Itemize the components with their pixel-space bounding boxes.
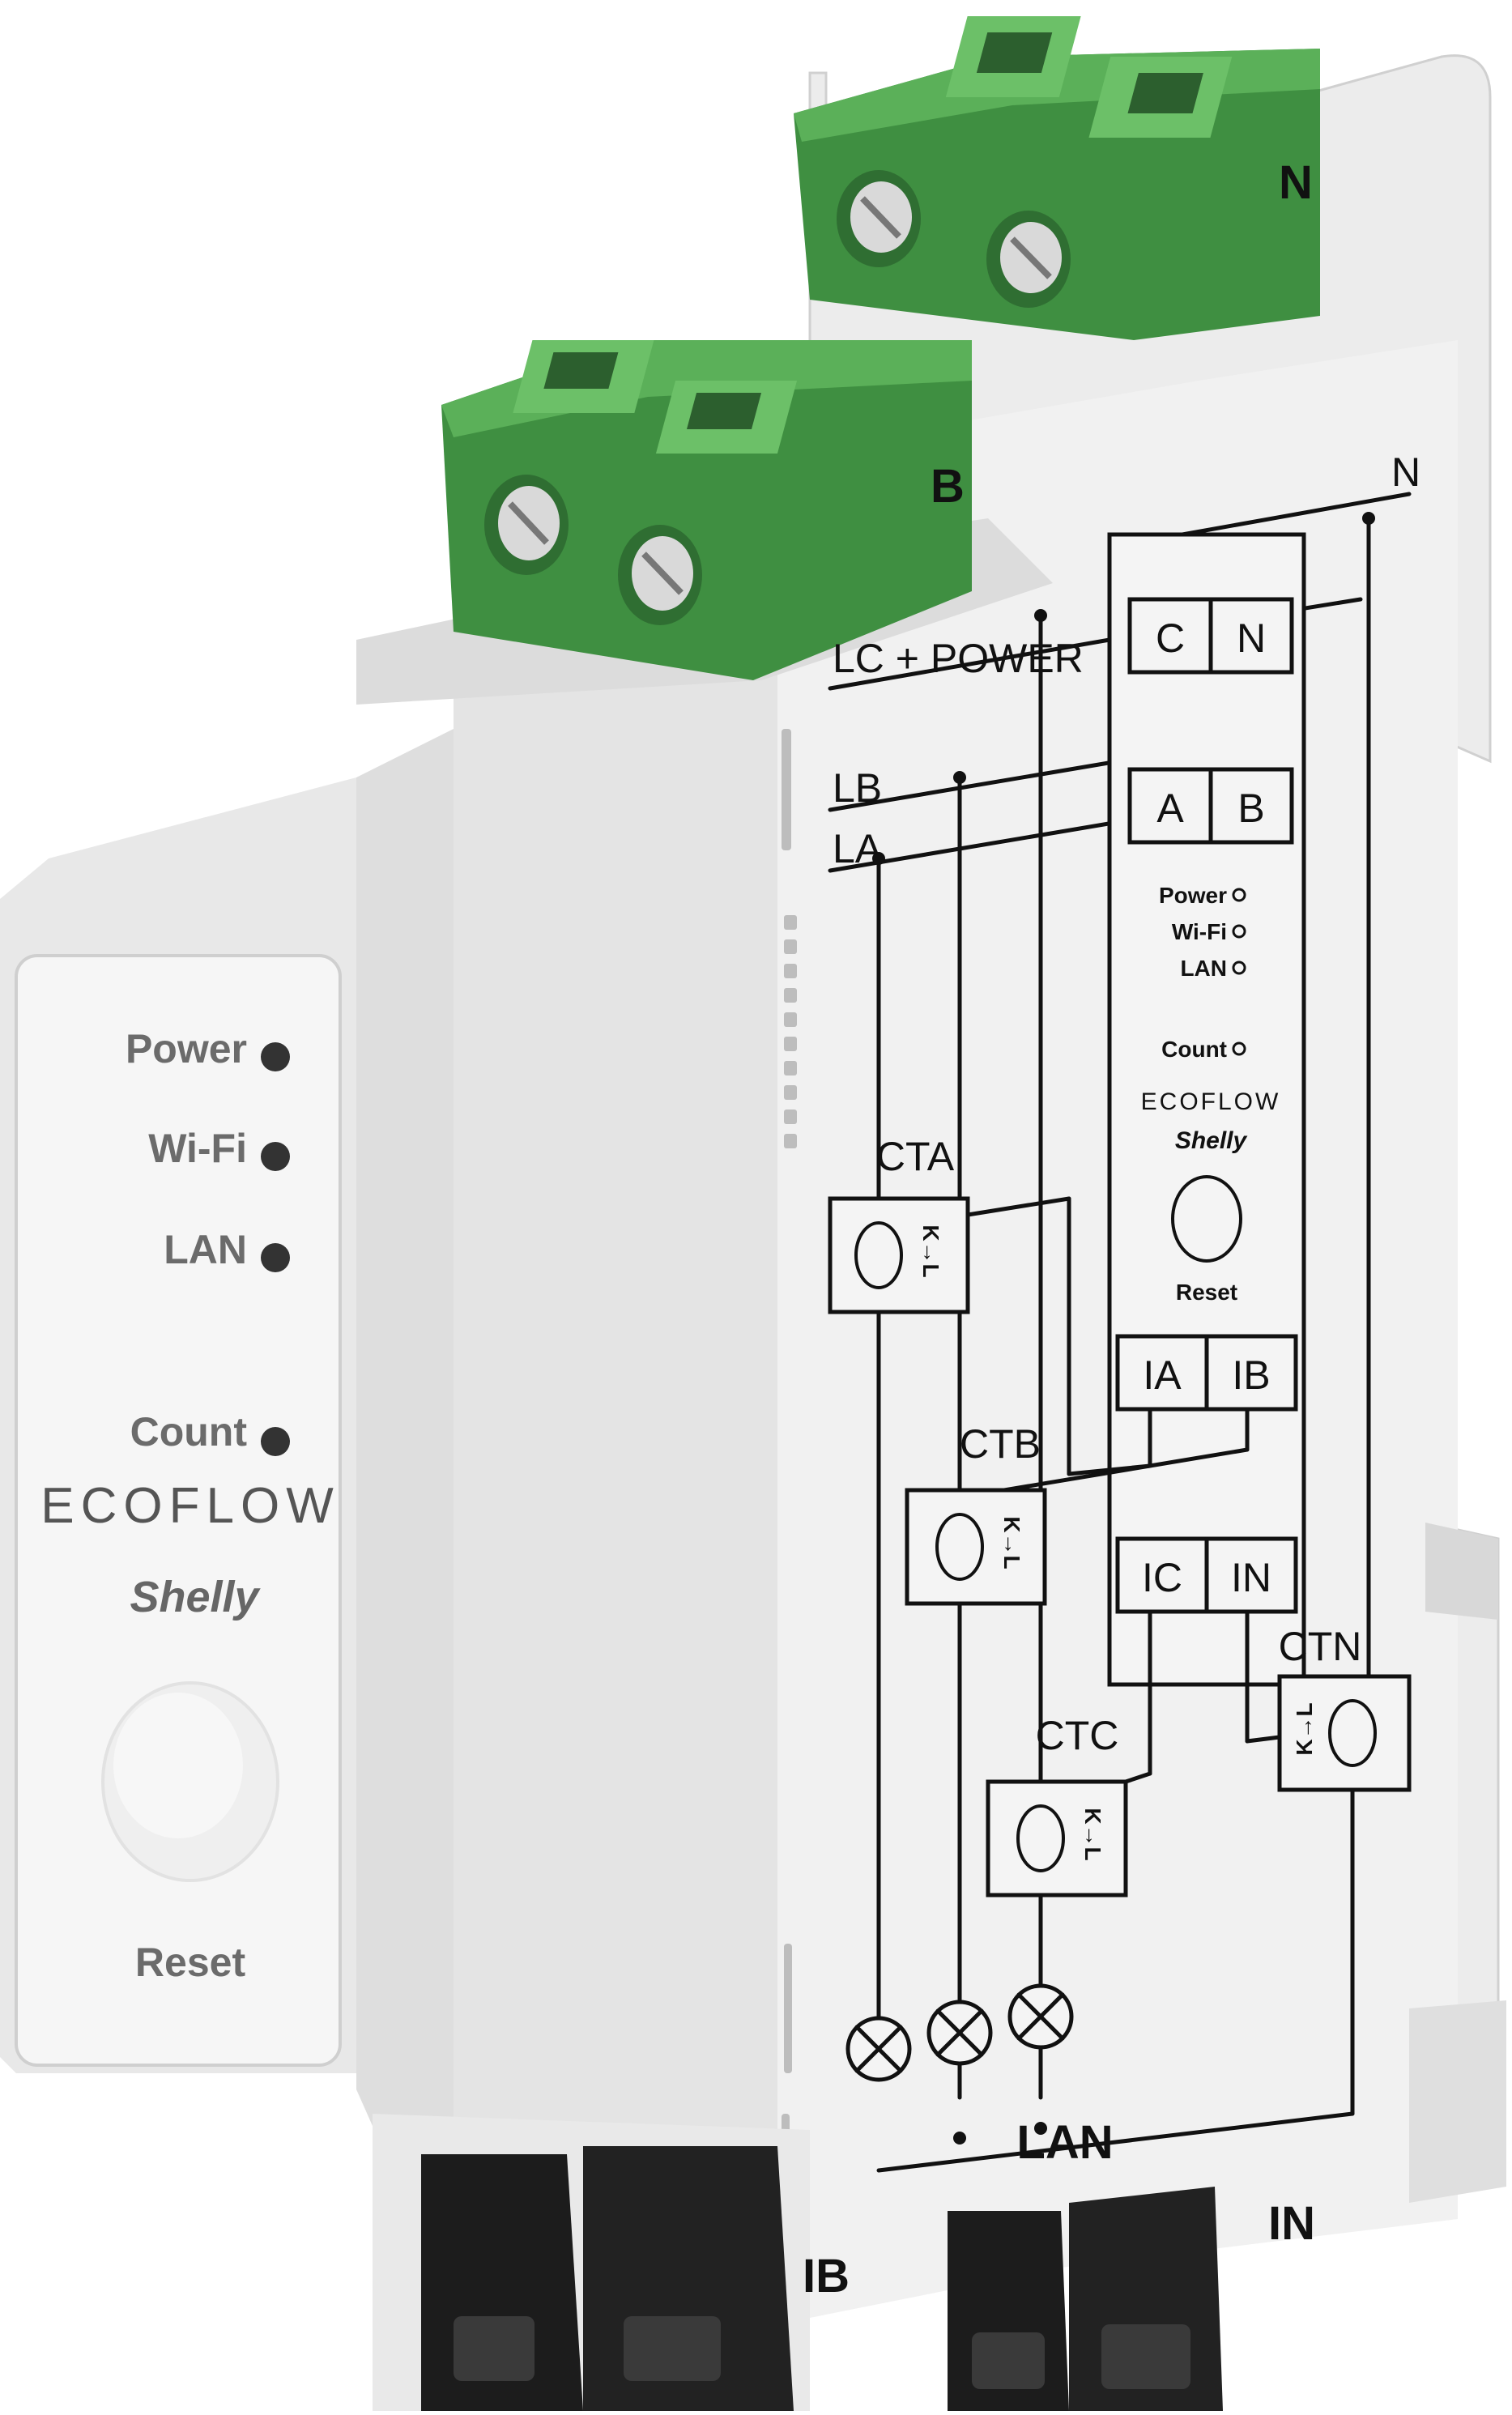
rail-label-lc-power: LC + POWER — [833, 636, 1084, 681]
led-count-indicator — [261, 1427, 290, 1456]
rail-label-n: N — [1391, 449, 1420, 495]
ct-label-n: CTN — [1279, 1624, 1362, 1669]
module-terminal-c: C — [1156, 615, 1185, 661]
bottom-connectors — [373, 2114, 1223, 2411]
led-wifi-indicator — [261, 1142, 290, 1171]
lamp-symbol-3 — [1007, 1983, 1074, 2050]
led-label-lan: LAN — [164, 1227, 247, 1272]
terminal-label-in: IN — [1268, 2197, 1315, 2250]
ct-direction-a: K→L — [918, 1225, 943, 1277]
module-terminal-b: B — [1237, 786, 1264, 831]
module-led-lan: LAN — [1180, 956, 1227, 981]
module-led-power: Power — [1159, 883, 1227, 908]
terminal-label-b: B — [931, 460, 965, 513]
module-input-ib: IB — [1232, 1352, 1270, 1398]
terminal-label-ib: IB — [803, 2250, 850, 2302]
ct-direction-c: K→L — [1080, 1808, 1105, 1860]
module-reset-label: Reset — [1176, 1280, 1237, 1305]
module-input-ic: IC — [1142, 1555, 1182, 1600]
ct-label-c: CTC — [1036, 1713, 1119, 1758]
terminal-block-mid — [441, 340, 972, 680]
terminal-block-top — [794, 16, 1320, 340]
brand-logo: ECOFLOW — [40, 1478, 339, 1534]
module-input-in: IN — [1231, 1555, 1271, 1600]
ct-direction-n: K→L — [1292, 1702, 1317, 1755]
module-terminal-n: N — [1237, 615, 1266, 661]
led-lan-indicator — [261, 1243, 290, 1272]
led-label-wifi: Wi-Fi — [148, 1126, 247, 1171]
module-led-wifi: Wi-Fi — [1172, 919, 1227, 944]
ct-label-b: CTB — [960, 1421, 1041, 1467]
module-input-ia: IA — [1143, 1352, 1182, 1398]
module-terminal-a: A — [1156, 786, 1184, 831]
front-leds: Power Wi-Fi LAN Count — [126, 1026, 290, 1456]
sub-brand-logo: Shelly — [130, 1573, 261, 1621]
ct-label-a: CTA — [876, 1134, 955, 1179]
lamp-symbol-2 — [926, 2000, 993, 2066]
ct-direction-b: K→L — [999, 1516, 1024, 1569]
terminal-label-n: N — [1279, 156, 1313, 209]
led-power-indicator — [261, 1042, 290, 1071]
module-brand: ECOFLOW — [1141, 1088, 1281, 1115]
led-label-power: Power — [126, 1026, 247, 1071]
lamp-symbol-1 — [845, 2016, 912, 2082]
led-label-count: Count — [130, 1409, 248, 1455]
module-sub-brand: Shelly — [1175, 1127, 1248, 1154]
reset-label: Reset — [135, 1940, 246, 1985]
wiring-diagram: LC + POWER LB LA N C N A — [828, 449, 1420, 2173]
module-led-count: Count — [1161, 1037, 1227, 1062]
